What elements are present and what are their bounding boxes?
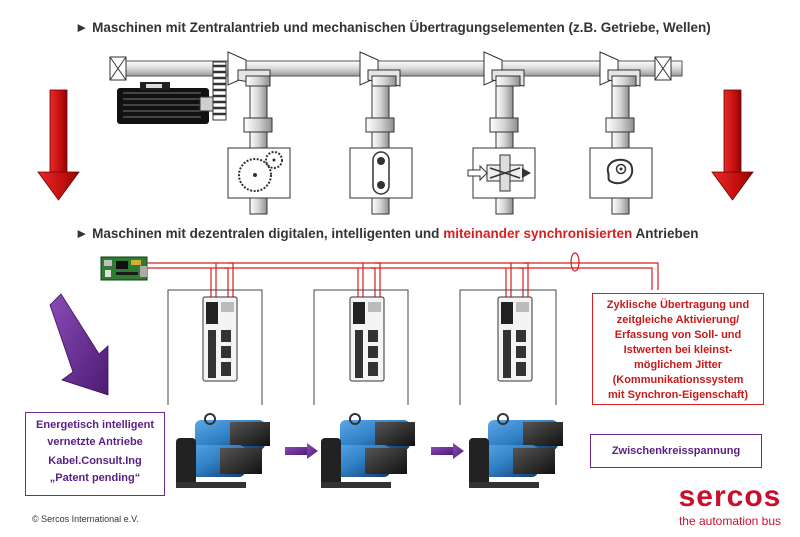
central-motor-icon — [117, 82, 214, 124]
drive-controller-1 — [202, 296, 238, 382]
sync-info-line: zeitgleiche Aktivierung/ — [616, 314, 740, 326]
sercos-ring — [147, 262, 659, 300]
energy-line-2: vernetzte Antriebe — [47, 436, 143, 448]
heading-central-drive: ► Maschinen mit Zentralantrieb und mecha… — [75, 20, 711, 35]
heading-central-drive-text: Maschinen mit Zentralantrieb und mechani… — [92, 20, 711, 35]
sync-info-line: Zyklische Übertragung und — [606, 299, 750, 311]
chain-coupling — [212, 61, 227, 121]
servo-motor-3 — [469, 413, 563, 488]
purple-arrow-2 — [431, 443, 464, 459]
dc-link-box: Zwischenkreisspannung — [590, 434, 762, 468]
servo-motor-1 — [176, 413, 270, 488]
station-4 — [589, 51, 653, 215]
sync-info-line: (Kommunikationssystem — [612, 374, 744, 386]
station-3 — [467, 51, 536, 215]
energy-line-1: Energetisch intelligent — [36, 419, 154, 431]
heading-decentral-drive: ► Maschinen mit dezentralen digitalen, i… — [75, 226, 699, 241]
dc-link-label: Zwischenkreisspannung — [611, 445, 741, 457]
purple-arrow-1 — [285, 443, 318, 459]
drive-controller-3 — [497, 296, 533, 382]
station-1 — [227, 51, 291, 215]
heading-decentral-end: Antrieben — [632, 226, 699, 241]
sercos-logo: sercos the automation bus — [675, 480, 785, 528]
red-arrow-right — [711, 89, 754, 201]
sync-info-box: Zyklische Übertragung und zeitgleiche Ak… — [592, 293, 764, 405]
sercos-tagline: the automation bus — [678, 514, 782, 528]
bullet-icon: ► — [75, 226, 89, 241]
copyright: © Sercos International e.V. — [32, 514, 139, 524]
purple-arrow-diagonal — [49, 293, 109, 396]
sercos-logo-text: sercos — [678, 480, 782, 513]
red-arrow-left — [37, 89, 80, 201]
sync-info-line: Istwerten bei kleinst- — [623, 344, 733, 356]
bearing-left — [109, 56, 127, 81]
servo-motor-2 — [321, 413, 415, 488]
energy-network-box: Energetisch intelligent vernetzte Antrie… — [25, 412, 165, 496]
heading-decentral-text: Maschinen mit dezentralen digitalen, int… — [92, 226, 444, 241]
sync-info-line: mit Synchron-Eigenschaft) — [608, 389, 748, 401]
bullet-icon: ► — [75, 20, 89, 35]
heading-highlight: miteinander synchronisierten — [443, 226, 633, 241]
station-2 — [349, 51, 413, 215]
sync-info-line: Erfassung von Soll- und — [614, 329, 742, 341]
cabinet-frames — [167, 289, 557, 405]
sync-info-line: möglichem Jitter — [633, 359, 723, 371]
energy-line-4: „Patent pending“ — [49, 472, 141, 484]
bearing-right — [654, 56, 672, 81]
sync-ring-marker — [570, 252, 580, 272]
energy-line-3: Kabel.Consult.Ing — [48, 455, 142, 467]
drive-controller-2 — [349, 296, 385, 382]
controller-board-icon — [100, 256, 148, 281]
